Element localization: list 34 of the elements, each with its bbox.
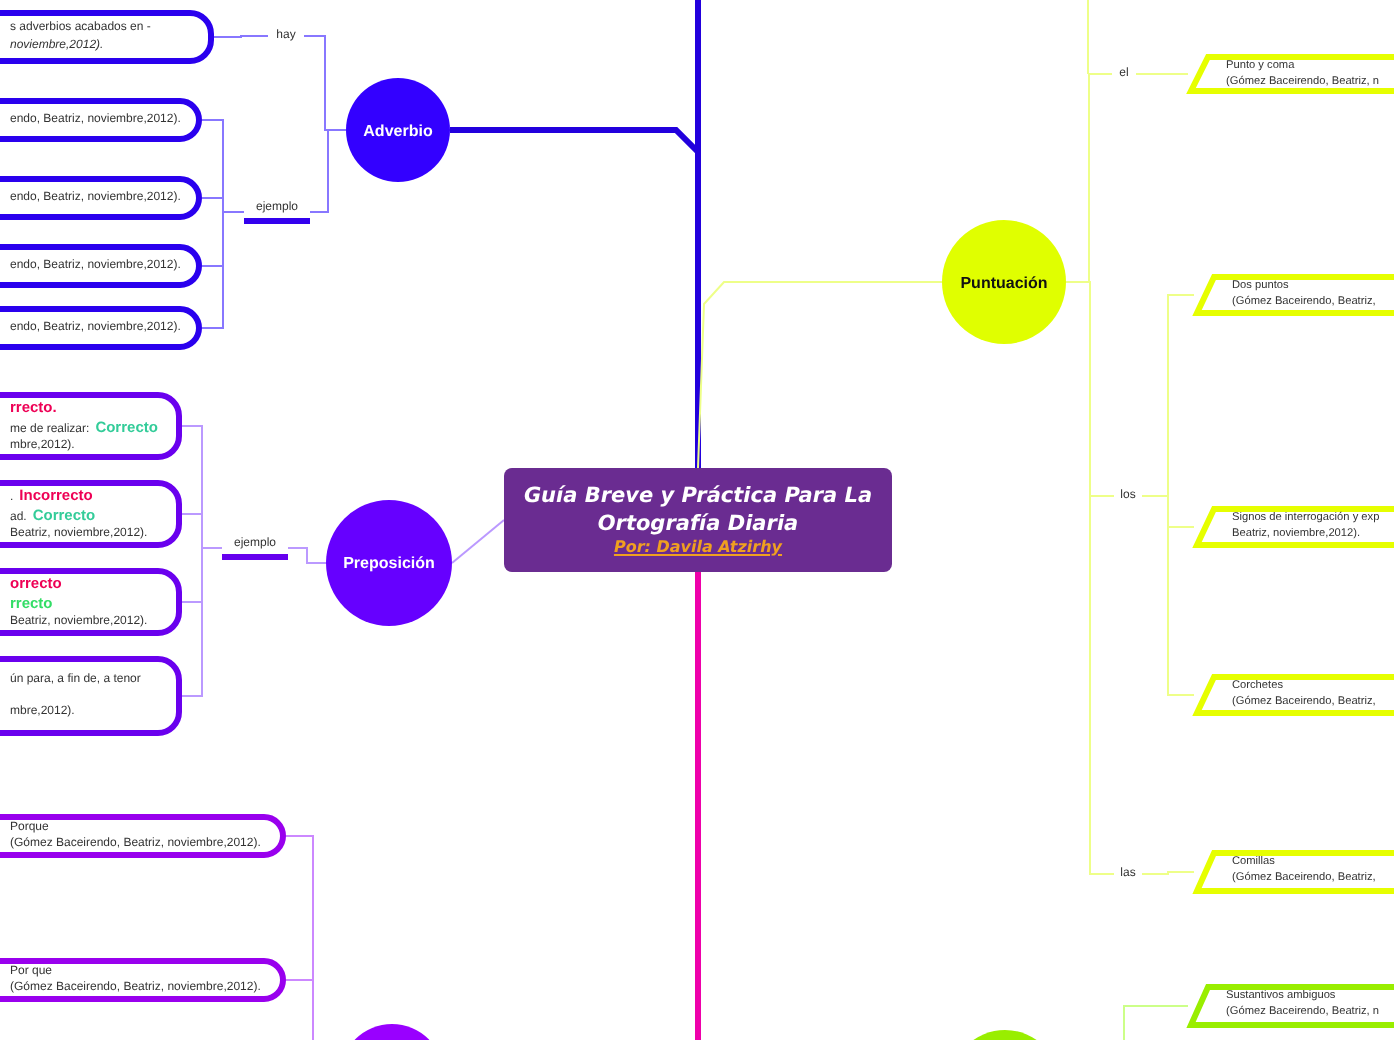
note-box: [0, 392, 182, 460]
note-box: [0, 814, 286, 858]
topic-label: Adverbio: [363, 121, 433, 139]
topic-label: Preposición: [343, 554, 435, 572]
note-box: [0, 958, 286, 1002]
connector-line: [1141, 871, 1195, 875]
topic-label: Puntuación: [960, 273, 1048, 291]
connector-line: [697, 281, 943, 469]
note-box: [0, 568, 182, 636]
topic-circle: [346, 78, 450, 182]
note-parallelogram: [1194, 850, 1394, 894]
title-box: [504, 468, 892, 572]
title-text: Guía Breve y Práctica Para La Ortografía Diaria: [521, 484, 875, 538]
connector-line: [1135, 73, 1189, 75]
note-box: [0, 244, 202, 288]
note-box: [0, 480, 182, 548]
note-parallelogram: [1194, 506, 1394, 548]
connector-line: [1065, 281, 1115, 875]
connector-line: [309, 129, 347, 213]
connector-line: [201, 211, 245, 329]
note-box: [0, 176, 202, 220]
note-box: [0, 10, 214, 64]
connector-line: [287, 547, 327, 564]
connector-line: [451, 519, 505, 564]
note-parallelogram: [1194, 674, 1394, 716]
connector-line: [213, 35, 269, 38]
author-text: Por: Davila Atzirhy: [611, 537, 785, 556]
note-parallelogram: [1188, 984, 1394, 1028]
note-parallelogram: [1194, 274, 1394, 316]
note-parallelogram: [1188, 54, 1394, 94]
note-box: [0, 656, 182, 736]
note-box: [0, 306, 202, 350]
note-box: [0, 98, 202, 142]
connector-line: [450, 127, 701, 468]
